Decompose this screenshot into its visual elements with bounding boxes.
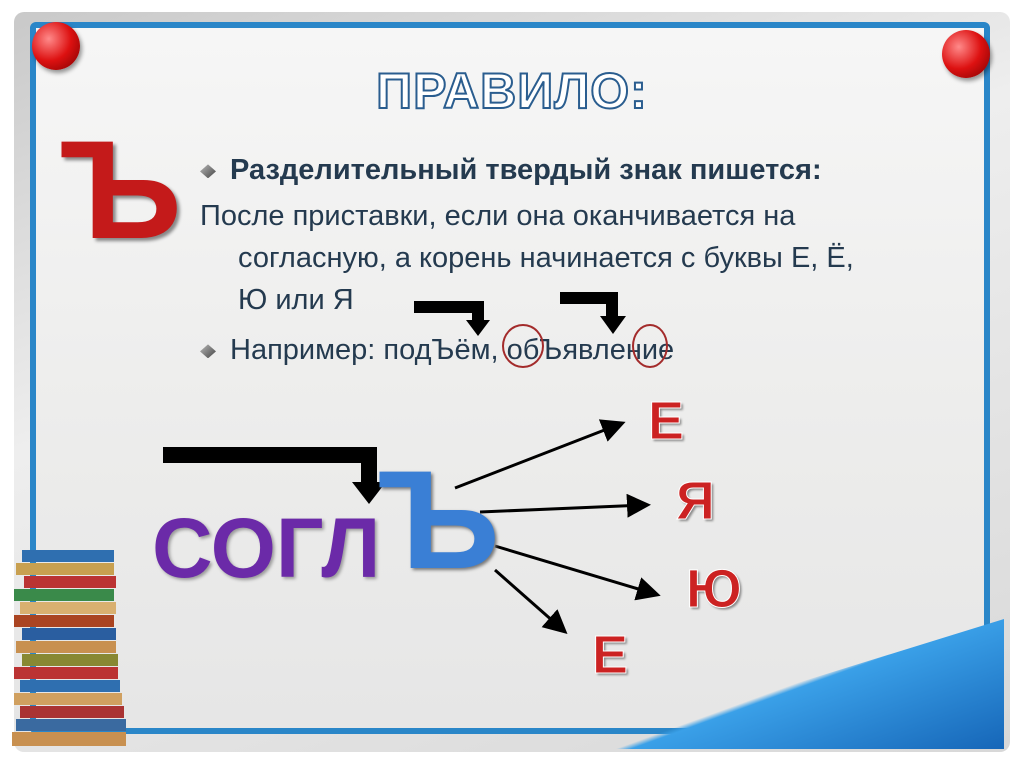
books-stack-icon [12, 550, 126, 746]
arrow-yo [494, 568, 568, 634]
rule-heading: Разделительный твердый знак пишется: [200, 150, 822, 190]
example-text: Например: подЪём, обЪявление [230, 334, 675, 366]
vowel-yu: Ю [686, 559, 743, 620]
example: Например: подЪём, обЪявление [200, 330, 674, 370]
rule-heading-text: Разделительный твердый знак пишется: [230, 154, 822, 186]
page-title: ПРАВИЛО: [375, 62, 648, 120]
consonant-label: СОГЛ [152, 501, 381, 595]
pushpin-icon [942, 30, 990, 78]
vowel-ya: Я [676, 471, 716, 532]
rule-line-3: Ю или Я [238, 284, 354, 316]
slide-sheet [30, 22, 990, 734]
arrow-ya [479, 493, 651, 518]
vowel-e: Е [647, 391, 685, 452]
rule-line-2: согласную, а корень начинается с буквы Е… [238, 242, 854, 274]
bullet-icon [200, 344, 216, 359]
vowel-yo: Е [591, 625, 629, 686]
arrow-yu [494, 544, 661, 601]
hard-sign-diagram: Ъ [378, 441, 500, 598]
bullet-icon [200, 164, 216, 179]
highlight-circle [502, 324, 544, 368]
highlight-circle [632, 324, 668, 368]
arrow-e [454, 419, 626, 490]
rule-line-1: После приставки, если она оканчивается н… [200, 200, 796, 232]
pushpin-icon [32, 22, 80, 70]
hard-sign-letter: Ъ [60, 111, 182, 268]
